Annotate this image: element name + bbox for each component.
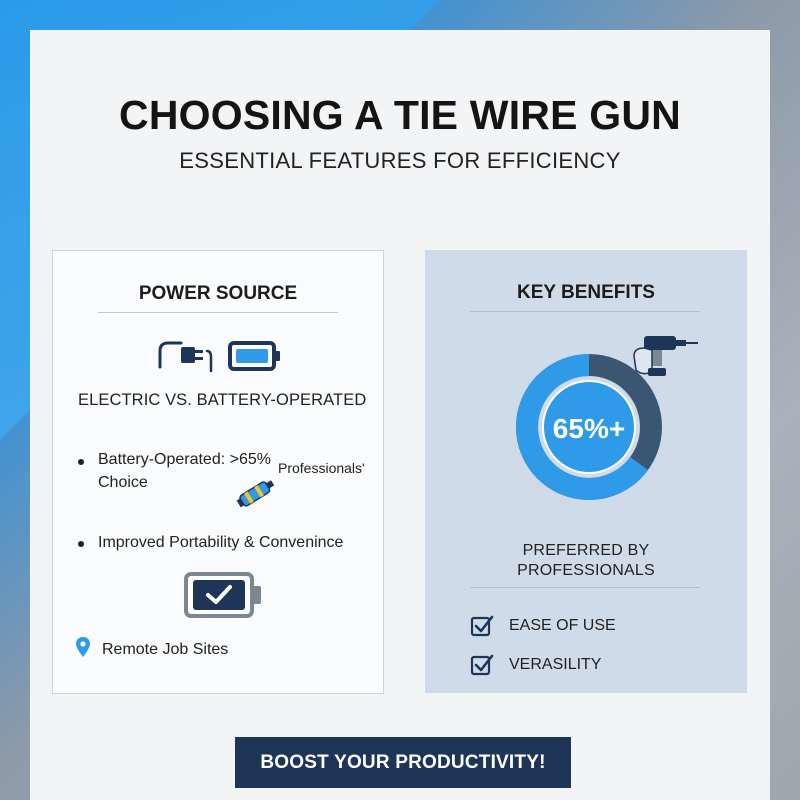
bullet-dot: [78, 541, 84, 547]
ring-caption-line1: PREFERRED BY: [522, 542, 650, 559]
portability-bullet: Improved Portability & Convenince: [98, 534, 344, 551]
bullet-dot: [78, 459, 84, 465]
battery-share-line1: Battery-Operated: >65%: [98, 451, 271, 468]
checkbox-checked-icon: [470, 615, 494, 637]
infographic-card: CHOOSING A TIE WIRE GUN ESSENTIAL FEATUR…: [30, 30, 770, 800]
benefit-item: EASE OF USE: [509, 617, 616, 634]
ring-value: 65%+: [553, 413, 625, 444]
heading-divider: [98, 312, 338, 313]
location-pin-icon: [76, 637, 90, 657]
battery-icon: [228, 341, 280, 371]
drill-icon: [633, 336, 698, 376]
key-benefits-panel: KEY BENEFITS 65%+ PREFERRED BY PROFESSIO…: [425, 250, 747, 693]
ring-caption-line2: PROFESSIONALS: [517, 562, 655, 579]
page-subtitle: ESSENTIAL FEATURES FOR EFFICIENCY: [179, 148, 621, 173]
battery-share-line2: Choice: [98, 474, 148, 491]
tie-gun-icon: [236, 480, 275, 508]
battery-check-icon: [184, 572, 261, 618]
benefit-item: VERASILITY: [509, 656, 602, 673]
power-source-panel: POWER SOURCE ELECTRIC VS. BATTERY-OPERAT…: [52, 250, 384, 694]
page-title: CHOOSING A TIE WIRE GUN: [119, 92, 681, 138]
heading-divider: [470, 311, 700, 312]
caption-divider: [470, 587, 700, 588]
percentage-ring: 65%+: [516, 354, 662, 500]
plug-icon: [158, 341, 213, 373]
boost-productivity-button[interactable]: BOOST YOUR PRODUCTIVITY!: [235, 737, 571, 788]
remote-job-sites-label: Remote Job Sites: [102, 641, 229, 658]
key-benefits-heading: KEY BENEFITS: [517, 282, 655, 303]
power-source-heading: POWER SOURCE: [138, 283, 298, 304]
power-comparison-label: ELECTRIC VS. BATTERY-OPERATED: [78, 391, 367, 409]
checkbox-checked-icon: [470, 654, 494, 676]
ring-progress-arc: [516, 354, 662, 500]
battery-share-side-label: Professionals': [278, 460, 365, 476]
